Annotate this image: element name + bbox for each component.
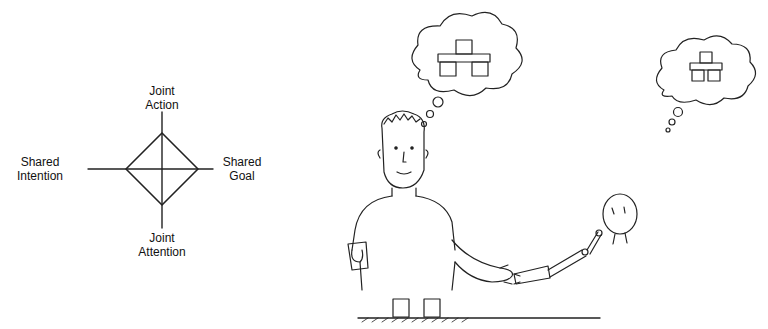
- axis-label: Joint Action: [137, 84, 187, 112]
- axis-label: Shared Goal: [217, 155, 267, 183]
- axis-label: Joint Attention: [130, 231, 194, 259]
- axis-label: Shared Intention: [8, 155, 72, 183]
